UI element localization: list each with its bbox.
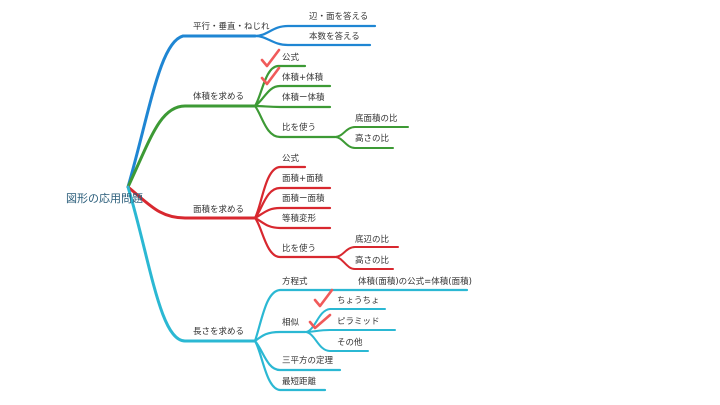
subtopic-area-plus: 面積+面積	[282, 174, 324, 184]
subtopic-volume-ratio: 比を使う	[282, 123, 317, 133]
red-child-line	[253, 206, 332, 220]
topic-length: 長さを求める	[193, 327, 245, 337]
subtopic-equal-area: 等積変形	[282, 214, 317, 224]
cyan-branch-line	[126, 185, 257, 343]
green-ratio-line	[334, 136, 394, 149]
subtopic-base-area-ratio: 底面積の比	[355, 114, 398, 124]
subtopic-other: その他	[337, 338, 363, 348]
subtopic-height-ratio: 高さの比	[355, 256, 390, 266]
root-topic: 図形の応用問題	[66, 192, 143, 205]
subtopic-height-ratio: 高さの比	[355, 134, 390, 144]
red-child-line	[253, 216, 337, 259]
subtopic-area-formula: 公式	[282, 154, 300, 164]
green-child-line	[253, 84, 332, 108]
subtopic-volume-formula: 公式	[282, 53, 300, 63]
green-child-line	[253, 64, 307, 108]
cyan-similar-line	[304, 331, 369, 352]
green-child-line	[253, 104, 337, 139]
cyan-child-line	[253, 288, 469, 343]
subtopic-similarity: 相似	[282, 318, 300, 328]
green-branch-line	[126, 104, 257, 189]
subtopic-formula-equation: 体積(面積)の公式=体積(面積)	[358, 277, 472, 287]
subtopic-area-minus: 面積ー面積	[282, 194, 325, 204]
blue-child-line	[253, 34, 372, 47]
green-child-line	[253, 104, 332, 109]
red-branch-line	[126, 185, 257, 220]
subtopic-equation: 方程式	[282, 277, 308, 287]
subtopic-edges-faces: 辺・面を答える	[309, 12, 369, 22]
subtopic-shortest-distance: 最短距離	[282, 377, 317, 387]
red-ratio-line	[334, 256, 394, 270]
subtopic-pythagorean: 三平方の定理	[282, 356, 334, 366]
subtopic-volume-plus: 体積+体積	[282, 73, 324, 83]
cyan-child-line	[253, 339, 327, 392]
topic-area: 面積を求める	[193, 205, 245, 215]
check-icon	[308, 313, 332, 330]
check-icon	[260, 66, 281, 86]
check-icon	[260, 48, 281, 68]
red-child-line	[253, 186, 332, 220]
cyan-similar-line	[304, 329, 396, 333]
topic-parallel: 平行・垂直・ねじれ	[193, 22, 270, 32]
subtopic-butterfly: ちょうちょ	[337, 296, 380, 306]
subtopic-area-ratio: 比を使う	[282, 244, 317, 254]
subtopic-volume-minus: 体積ー体積	[282, 93, 325, 103]
cyan-child-line	[253, 330, 307, 343]
red-child-line	[253, 216, 332, 230]
subtopic-base-ratio: 底辺の比	[355, 235, 390, 245]
topic-volume: 体積を求める	[193, 92, 245, 102]
check-icon	[313, 288, 334, 308]
subtopic-count: 本数を答える	[309, 32, 360, 42]
blue-branch-line	[126, 34, 257, 189]
subtopic-pyramid: ピラミッド	[337, 317, 380, 327]
